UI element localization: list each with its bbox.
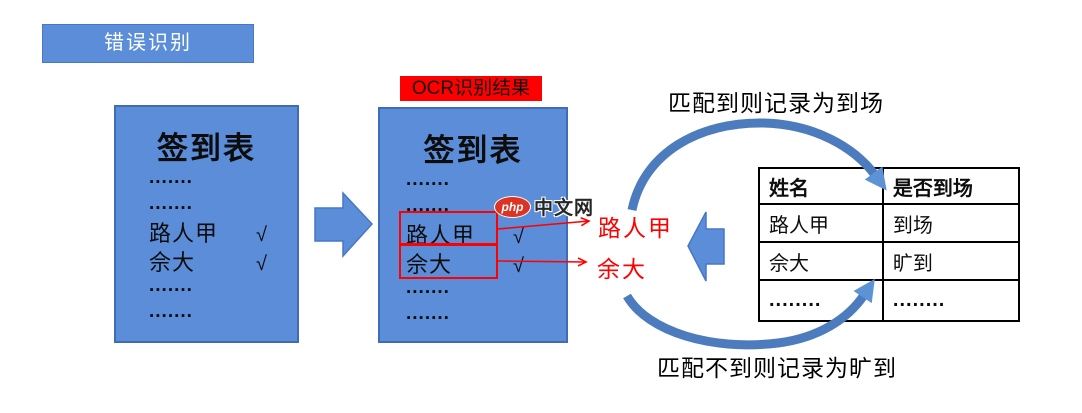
header-name: 姓名 bbox=[758, 167, 884, 205]
entry-name: 佘大 bbox=[406, 252, 453, 277]
dots-line: ....... bbox=[406, 169, 450, 190]
entry-name: 佘大 bbox=[149, 250, 196, 275]
php-logo-icon: php bbox=[495, 196, 530, 217]
annotation-match: 匹配到则记录为到场 bbox=[668, 90, 884, 116]
dots-line: ....... bbox=[406, 195, 450, 216]
dots-line: ....... bbox=[149, 167, 193, 188]
highlight-box-name1 bbox=[399, 211, 498, 245]
entry-row: 佘大 √ bbox=[149, 250, 267, 276]
highlight-box-name2 bbox=[399, 244, 498, 279]
checkmark: √ bbox=[256, 253, 268, 275]
checkmark: √ bbox=[256, 224, 268, 246]
checkmark: √ bbox=[513, 255, 525, 277]
ocr-output-name2: 余大 bbox=[597, 256, 647, 282]
dots-line: ....... bbox=[406, 303, 450, 324]
flow-arrow-left bbox=[687, 211, 725, 282]
flow-arrow-right bbox=[314, 191, 374, 258]
title-badge-label: 错误识别 bbox=[104, 32, 192, 54]
entry-name: 路人甲 bbox=[149, 221, 219, 246]
cell-status: 旷到 bbox=[881, 241, 1021, 281]
dots-line: ....... bbox=[149, 275, 193, 296]
cell-name: 佘大 bbox=[758, 241, 884, 281]
dots-line: ....... bbox=[149, 301, 193, 322]
table-row: ........ ........ bbox=[758, 279, 1021, 322]
signin-sheet-original: 签到表 ....... ....... 路人甲 √ 佘大 √ ....... .… bbox=[114, 105, 299, 343]
ocr-result-label: OCR识别结果 bbox=[400, 76, 542, 101]
title-badge: 错误识别 bbox=[42, 24, 254, 63]
watermark-site-text: 中文网 bbox=[534, 198, 595, 219]
dots-line: ....... bbox=[406, 277, 450, 298]
ocr-output-name1: 路人甲 bbox=[598, 215, 673, 241]
table-header-row: 姓名 是否到场 bbox=[758, 167, 1021, 205]
dots-line: ....... bbox=[149, 193, 193, 214]
cell-status: 到场 bbox=[881, 203, 1021, 243]
entry-row: 路人甲 √ bbox=[149, 221, 267, 247]
attendance-table: 姓名 是否到场 路人甲 到场 佘大 旷到 ........ ........ bbox=[758, 167, 1021, 322]
sheet-title: 签到表 bbox=[157, 131, 256, 166]
cell-name: ........ bbox=[758, 279, 884, 322]
cell-name: 路人甲 bbox=[758, 203, 884, 243]
table-row: 佘大 旷到 bbox=[758, 241, 1021, 281]
table-row: 路人甲 到场 bbox=[758, 203, 1021, 243]
entry-row: 佘大 √ bbox=[406, 252, 524, 278]
watermark: php 中文网 bbox=[495, 193, 594, 220]
checkmark: √ bbox=[513, 226, 525, 248]
annotation-no-match: 匹配不到则记录为旷到 bbox=[657, 355, 897, 381]
sheet-title: 签到表 bbox=[423, 133, 523, 168]
header-present: 是否到场 bbox=[881, 167, 1021, 205]
cell-status: ........ bbox=[881, 279, 1021, 322]
